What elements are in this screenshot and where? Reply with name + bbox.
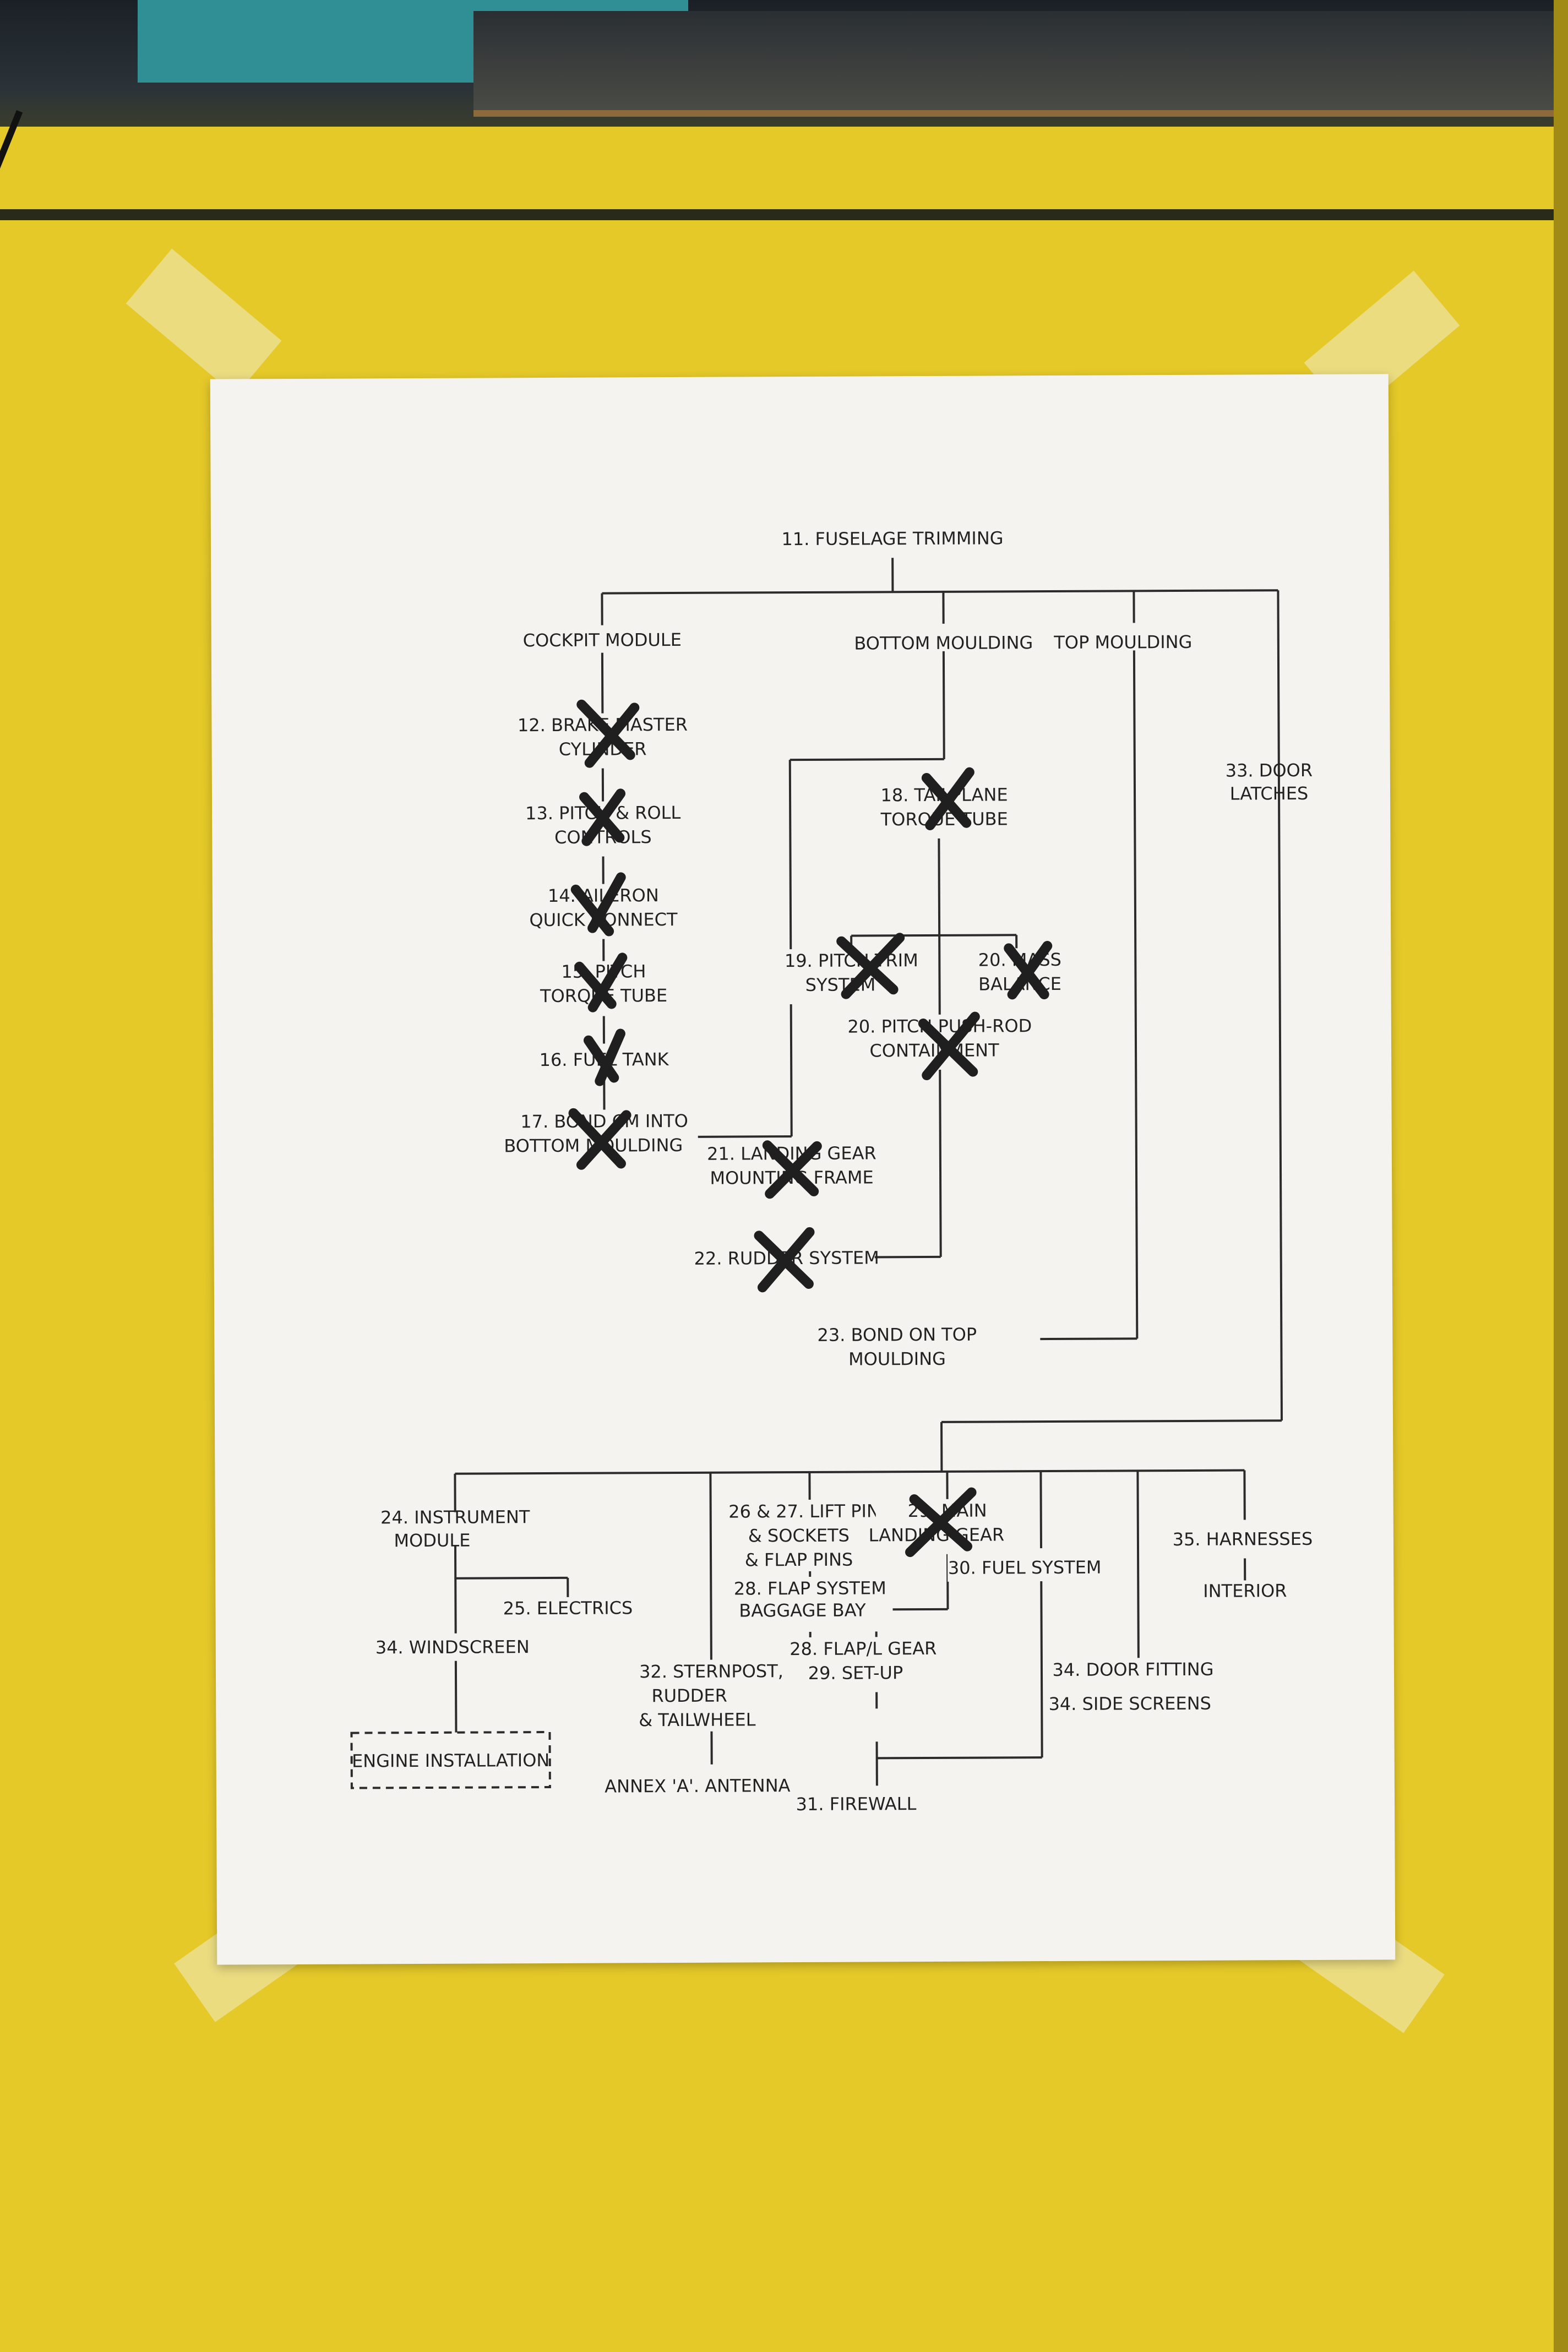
- final-26-27-line3: & FLAP PINS: [745, 1549, 853, 1571]
- final-31-firewall: 31. FIREWALL: [796, 1793, 917, 1815]
- branch-top-moulding: TOP MOULDING: [1053, 631, 1192, 653]
- final-flap-gear-line2: 29. SET-UP: [808, 1662, 903, 1684]
- final-32-line1: 32. STERNPOST,: [639, 1660, 783, 1682]
- bond-top-line1: 23. BOND ON TOP: [817, 1324, 977, 1346]
- final-engine-installation: ENGINE INSTALLATION: [352, 1750, 549, 1772]
- final-34-side-screens: 34. SIDE SCREENS: [1048, 1693, 1211, 1714]
- final-28-line1: 28. FLAP SYSTEM: [734, 1577, 886, 1599]
- cabinet-edge: [1554, 0, 1568, 2352]
- cockpit-item-17-line1: 17. BOND CM INTO: [520, 1110, 688, 1132]
- final-32-line3: & TAILWHEEL: [639, 1709, 756, 1730]
- final-24-line1: 24. INSTRUMENT: [380, 1506, 530, 1528]
- paper-sheet: 11. FUSELAGE TRIMMING COCKPIT MODULE BOT…: [210, 374, 1396, 1964]
- dark-cloth: [473, 11, 1568, 117]
- final-26-27-line1: 26 & 27. LIFT PINS: [728, 1500, 891, 1522]
- tape-top-left: [126, 249, 282, 396]
- final-28-line2: BAGGAGE BAY: [739, 1600, 866, 1621]
- cockpit-item-13-line2: CONTROLS: [554, 826, 652, 848]
- final-flap-gear-line1: 28. FLAP/L GEAR: [790, 1638, 937, 1659]
- final-34-door-fitting: 34. DOOR FITTING: [1052, 1659, 1213, 1680]
- chart-title: 11. FUSELAGE TRIMMING: [781, 527, 1003, 549]
- bond-top-line2: MOULDING: [848, 1348, 946, 1370]
- assembly-flowchart: 11. FUSELAGE TRIMMING COCKPIT MODULE BOT…: [210, 374, 1396, 1964]
- final-26-27-line2: & SOCKETS: [748, 1525, 850, 1547]
- final-annex-antenna: ANNEX 'A'. ANTENNA: [605, 1775, 791, 1796]
- final-interior: INTERIOR: [1203, 1580, 1287, 1602]
- final-24-line2: MODULE: [394, 1530, 470, 1551]
- cabinet-seam: [0, 209, 1568, 220]
- branch-bottom-moulding: BOTTOM MOULDING: [854, 632, 1033, 654]
- final-30-fuel-system: 30. FUEL SYSTEM: [948, 1557, 1102, 1578]
- final-25-electrics: 25. ELECTRICS: [503, 1597, 633, 1619]
- final-34-windscreen: 34. WINDSCREEN: [375, 1636, 530, 1658]
- cockpit-item-15-line1: 15. PITCH: [561, 961, 646, 982]
- bottom-item-21-line1: 21. LANDING GEAR: [707, 1142, 876, 1164]
- black-cable: [0, 110, 23, 276]
- bottom-item-20-pushrod-line2: CONTAINMENT: [869, 1039, 999, 1061]
- branch-door-latches-line1: 33. DOOR: [1226, 760, 1313, 781]
- branch-cockpit-module: COCKPIT MODULE: [523, 629, 682, 651]
- branch-door-latches-line2: LATCHES: [1230, 783, 1309, 804]
- final-35-harnesses: 35. HARNESSES: [1173, 1528, 1313, 1550]
- final-32-line2: RUDDER: [651, 1685, 727, 1707]
